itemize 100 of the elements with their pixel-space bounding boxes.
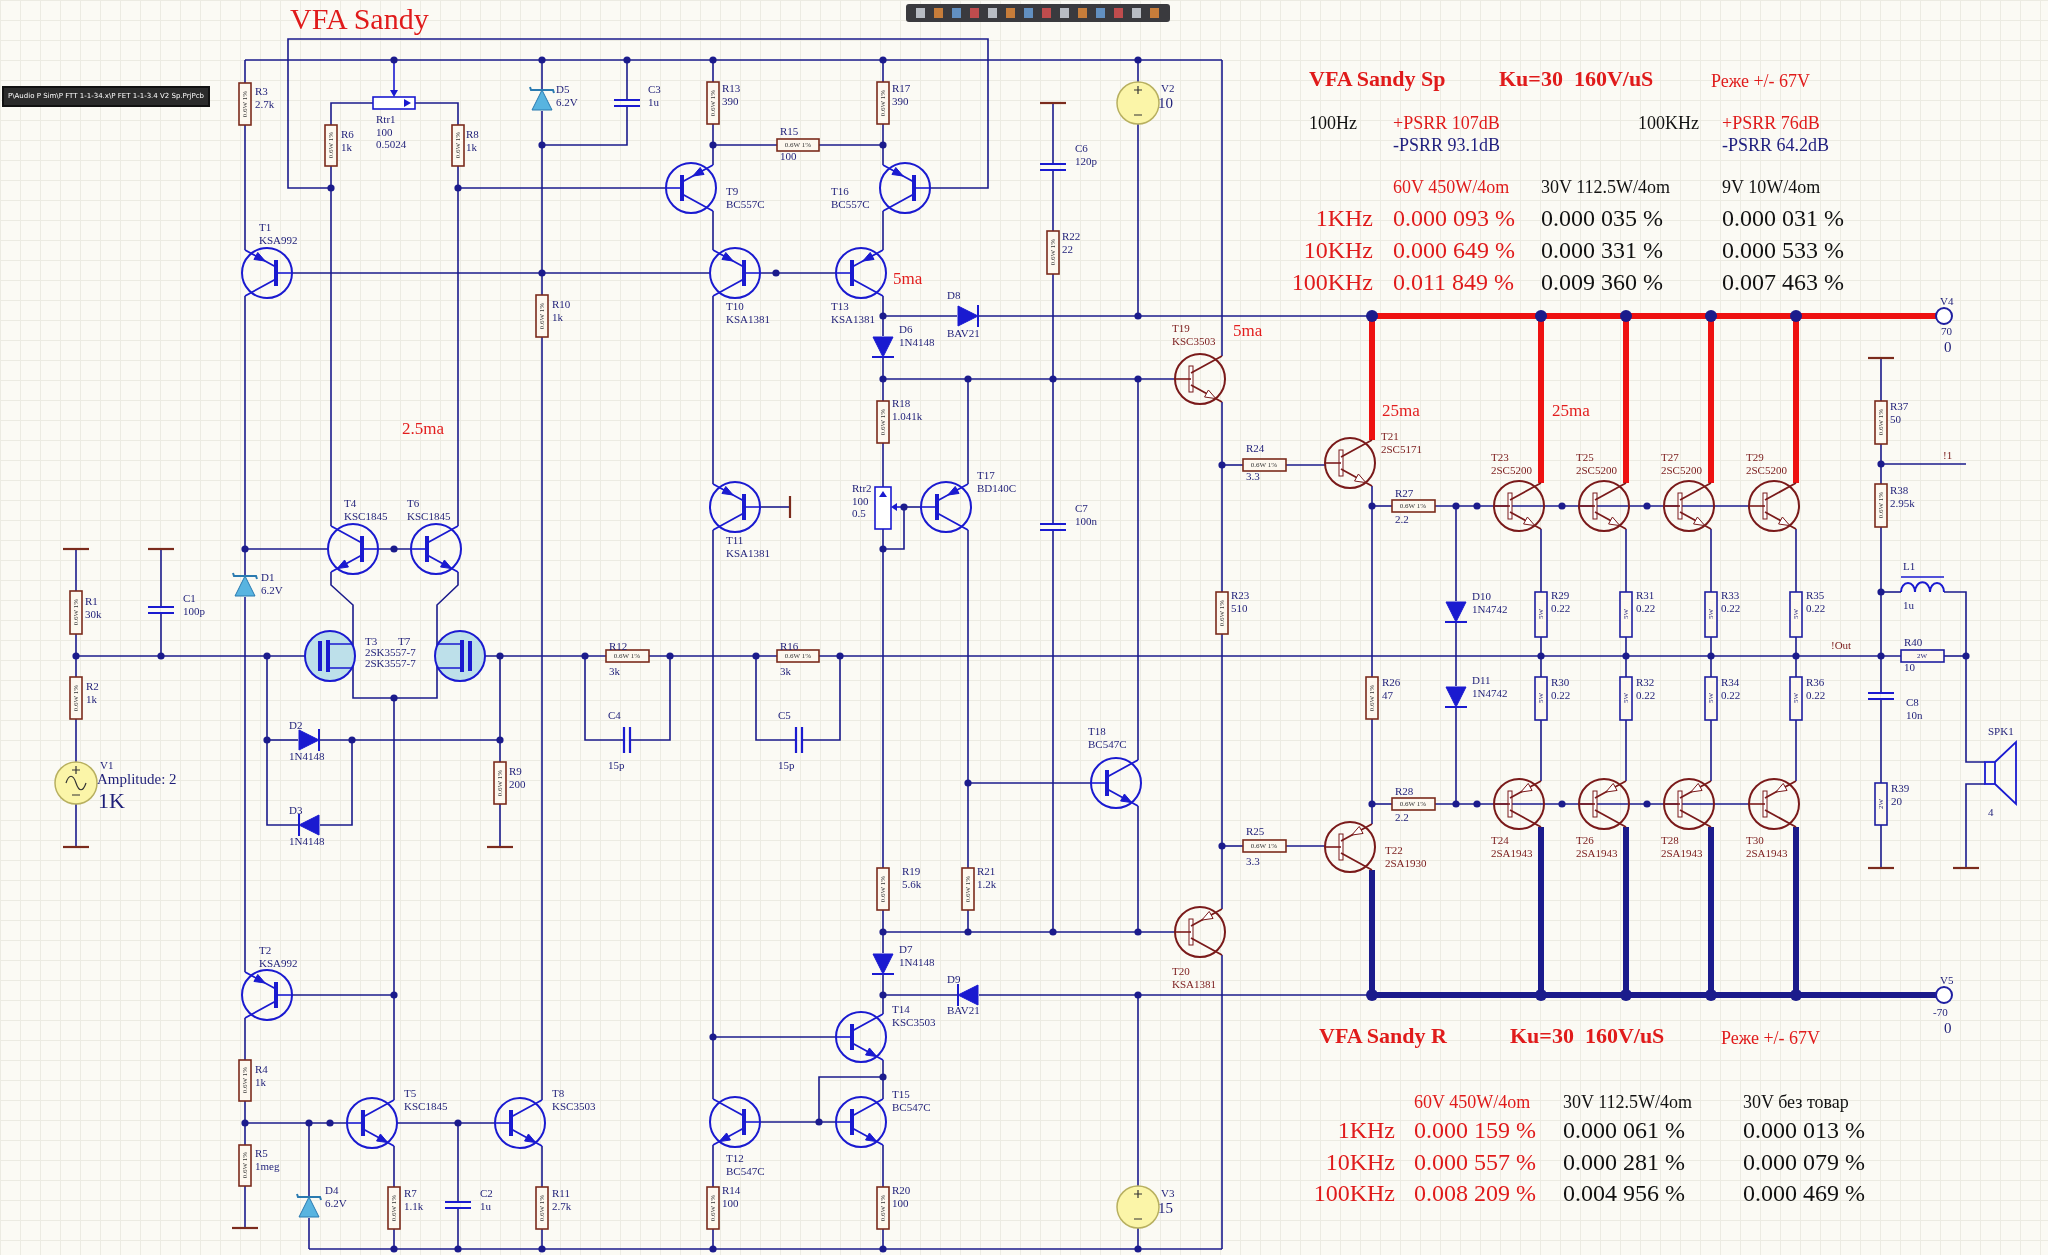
measurement-text: 10KHz bbox=[1325, 1150, 1395, 1174]
measurement-text: 0.000 031 % bbox=[1722, 206, 1844, 230]
component-label: KSA1381 bbox=[726, 547, 770, 559]
component-label: 2.7k bbox=[552, 1200, 572, 1212]
component-label: 1k bbox=[466, 141, 477, 153]
component-label: 0.22 bbox=[1636, 689, 1656, 701]
measurement-text: 0.000 281 % bbox=[1563, 1150, 1685, 1174]
component-label: R40 bbox=[1904, 637, 1923, 648]
measurement-text: 1KHz bbox=[1337, 1118, 1395, 1142]
component-label: 2SC5200 bbox=[1491, 464, 1532, 476]
component-label: 1N4148 bbox=[899, 336, 935, 348]
component-label: 50 bbox=[1890, 413, 1901, 425]
component-label: T15 bbox=[892, 1089, 910, 1100]
component-label: T3 bbox=[365, 636, 378, 647]
component-label: 2SC5200 bbox=[1576, 464, 1617, 476]
current-note: 5ma bbox=[1233, 322, 1263, 339]
measurement-text: 0.004 956 % bbox=[1563, 1181, 1685, 1205]
component-label: KSC1845 bbox=[407, 510, 451, 522]
measurement-text: 0.000 035 % bbox=[1541, 206, 1663, 230]
component-label: 100p bbox=[183, 605, 205, 617]
component-label: 10 bbox=[1904, 662, 1915, 673]
component-label: KSA1381 bbox=[1172, 978, 1216, 990]
component-label: V5 bbox=[1940, 975, 1954, 986]
measurement-text: 0.000 469 % bbox=[1743, 1181, 1865, 1205]
component-label: !Out bbox=[1831, 640, 1852, 651]
component-label: KSA1381 bbox=[726, 313, 770, 325]
component-label: D11 bbox=[1472, 675, 1491, 686]
component-label: R24 bbox=[1246, 443, 1265, 454]
component-label: R27 bbox=[1395, 488, 1414, 499]
component-label: R20 bbox=[892, 1185, 911, 1196]
component-label: 100 bbox=[376, 126, 393, 138]
component-label: 30k bbox=[85, 608, 102, 620]
component-label: KSA1381 bbox=[831, 313, 875, 325]
component-label: R37 bbox=[1890, 401, 1909, 412]
component-label: 4 bbox=[1988, 807, 1994, 818]
component-label: R35 bbox=[1806, 590, 1825, 601]
component-label: 390 bbox=[722, 95, 739, 107]
measurement-text: 100Hz bbox=[1309, 114, 1357, 132]
component-label: SPK1 bbox=[1988, 726, 2014, 737]
component-label: 70 bbox=[1941, 326, 1952, 337]
component-label: 6.2V bbox=[261, 584, 283, 596]
component-label: D9 bbox=[947, 974, 961, 985]
component-label: 0 bbox=[1944, 1021, 1952, 1036]
component-label: 20 bbox=[1891, 795, 1902, 807]
component-label: L1 bbox=[1903, 561, 1916, 572]
component-label: R32 bbox=[1636, 677, 1655, 688]
component-label: 10n bbox=[1906, 709, 1923, 721]
component-label: R2 bbox=[86, 681, 99, 692]
component-label: T11 bbox=[726, 535, 744, 546]
component-label: KSC3503 bbox=[552, 1100, 596, 1112]
measurement-text: 10KHz bbox=[1303, 238, 1373, 262]
component-label: R21 bbox=[977, 866, 996, 877]
component-label: Rtr1 bbox=[376, 114, 396, 125]
component-label: T6 bbox=[407, 498, 420, 509]
component-label: T16 bbox=[831, 186, 849, 197]
component-label: D4 bbox=[325, 1185, 339, 1196]
measurement-text: 30V 112.5W/4om bbox=[1563, 1093, 1692, 1111]
measurement-text: 0.000 079 % bbox=[1743, 1150, 1865, 1174]
table-heading: Ku=30 160V/uS bbox=[1499, 68, 1654, 90]
component-label: D6 bbox=[899, 324, 913, 335]
component-label: T13 bbox=[831, 301, 849, 312]
component-label: 0.5 bbox=[852, 508, 866, 519]
component-label: R15 bbox=[780, 126, 799, 137]
component-label: !1 bbox=[1943, 450, 1953, 461]
component-label: R10 bbox=[552, 299, 571, 310]
component-label: T30 bbox=[1746, 835, 1764, 846]
component-label: 3.3 bbox=[1246, 856, 1260, 867]
component-label: 0.22 bbox=[1721, 689, 1741, 701]
component-label: C4 bbox=[608, 710, 621, 721]
component-label: C7 bbox=[1075, 503, 1088, 514]
component-label: 1u bbox=[1903, 600, 1914, 611]
component-label: R16 bbox=[780, 641, 799, 652]
diagram-title: VFA Sandy bbox=[290, 4, 429, 34]
component-label: T8 bbox=[552, 1088, 565, 1099]
component-label: T2 bbox=[259, 945, 272, 956]
component-label: T23 bbox=[1491, 452, 1509, 463]
component-label: KSC1845 bbox=[344, 510, 388, 522]
component-label: R33 bbox=[1721, 590, 1740, 601]
component-label: 2SA1943 bbox=[1661, 847, 1703, 859]
current-note: 25ma bbox=[1382, 402, 1420, 419]
component-label: R3 bbox=[255, 86, 268, 97]
component-label: BAV21 bbox=[947, 328, 980, 339]
table-heading: Реже +/- 67V bbox=[1711, 72, 1811, 90]
component-label: 100 bbox=[780, 151, 797, 162]
component-label: 2SK3557-7 bbox=[365, 658, 416, 669]
measurement-text: 0.000 331 % bbox=[1541, 238, 1663, 262]
measurement-text: 0.011 849 % bbox=[1393, 270, 1515, 294]
component-label: T19 bbox=[1172, 323, 1190, 334]
component-label: C6 bbox=[1075, 143, 1088, 154]
component-label: 1K bbox=[98, 790, 125, 812]
component-label: 1k bbox=[552, 311, 563, 323]
component-label: BC557C bbox=[726, 198, 765, 210]
component-label: -70 bbox=[1933, 1007, 1948, 1018]
component-label: 1.2k bbox=[977, 878, 997, 890]
component-label: R28 bbox=[1395, 786, 1414, 797]
component-label: 2.2 bbox=[1395, 812, 1409, 823]
component-label: 6.2V bbox=[325, 1197, 347, 1209]
component-label: R39 bbox=[1891, 783, 1910, 794]
component-label: R29 bbox=[1551, 590, 1570, 601]
component-label: C5 bbox=[778, 710, 791, 721]
